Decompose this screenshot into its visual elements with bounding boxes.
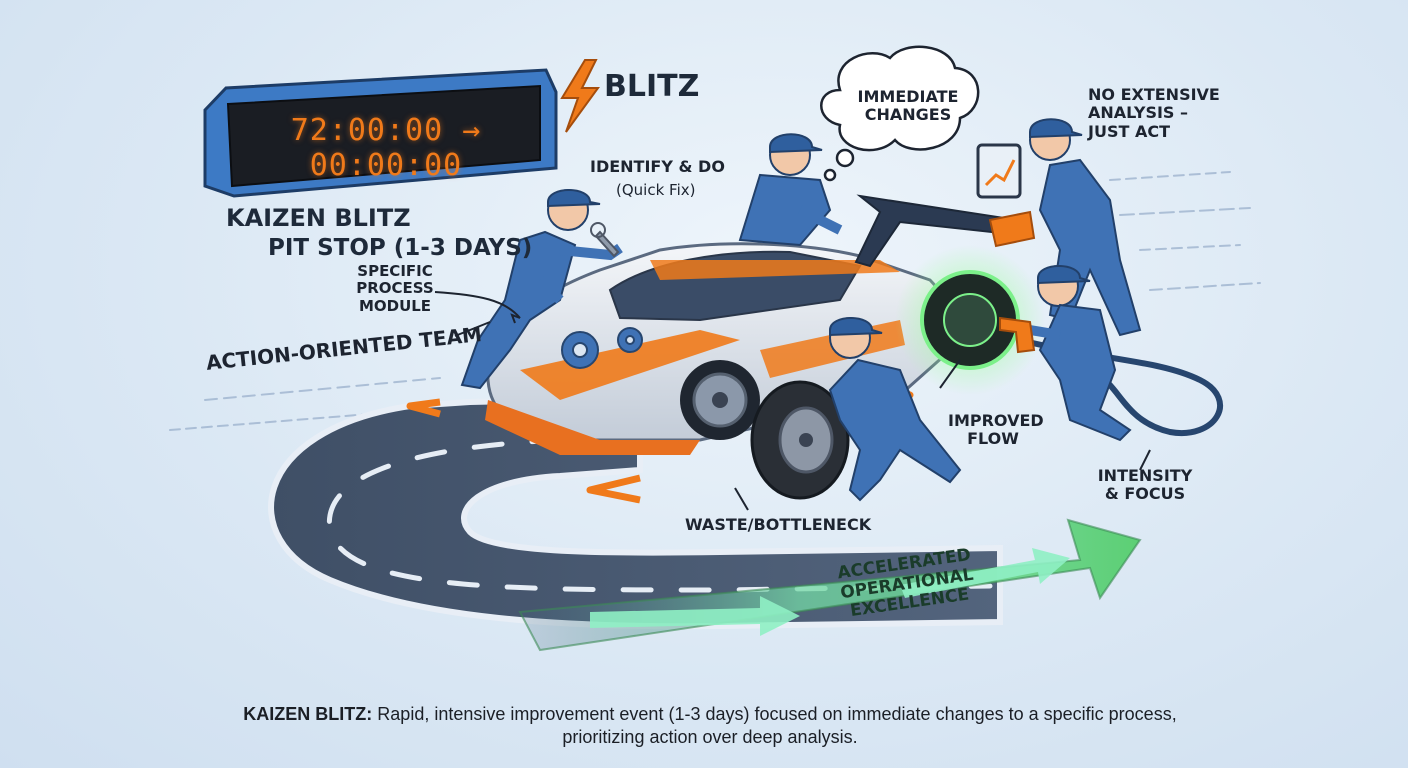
caption: KAIZEN BLITZ: Rapid, intensive improveme…: [210, 703, 1210, 750]
title-line-1: KAIZEN BLITZ: [226, 204, 411, 232]
lightning-icon: [560, 59, 600, 133]
countdown-display: 72:00:00 → 00:00:00: [290, 113, 482, 183]
no-analysis-label: NO EXTENSIVE ANALYSIS – JUST ACT: [1088, 85, 1220, 141]
countdown-board: [203, 68, 558, 198]
quick-fix-label: (Quick Fix): [616, 181, 696, 199]
fuel-hose: [1019, 337, 1223, 437]
identify-do-label: IDENTIFY & DO: [590, 157, 725, 176]
waste-bottleneck-label: WASTE/BOTTLENECK: [685, 515, 872, 534]
caption-term: KAIZEN BLITZ:: [243, 704, 373, 724]
flow-arrows: [590, 548, 1070, 636]
intensity-focus-label: INTENSITY & FOCUS: [1097, 466, 1193, 504]
blitz-badge: BLITZ: [604, 69, 700, 104]
leader-lines: [434, 291, 1151, 511]
improved-flow-label: IMPROVED FLOW: [948, 411, 1044, 449]
specific-process-label: SPECIFIC PROCESS MODULE: [356, 262, 434, 315]
immediate-changes-label: IMMEDIATE CHANGES: [857, 87, 959, 125]
fuel-nozzle: [999, 316, 1036, 354]
glowing-wheel: [895, 245, 1045, 395]
wrench-icon: [590, 222, 620, 258]
crew-member-tire: [828, 317, 962, 502]
thought-bubble: [820, 45, 980, 182]
spare-tire: [750, 380, 850, 500]
title-line-2: PIT STOP (1-3 DAYS): [268, 235, 533, 261]
crew-member-hood: [738, 133, 843, 247]
crew-member-left: [460, 189, 623, 390]
front-wheel: [680, 360, 760, 440]
tablet-chart-icon: [976, 143, 1022, 199]
caption-definition: Rapid, intensive improvement event (1-3 …: [377, 704, 1177, 748]
orange-clipboard: [988, 210, 1036, 248]
gear-icon: [561, 327, 643, 369]
crew-member-fuel: [1029, 265, 1132, 442]
